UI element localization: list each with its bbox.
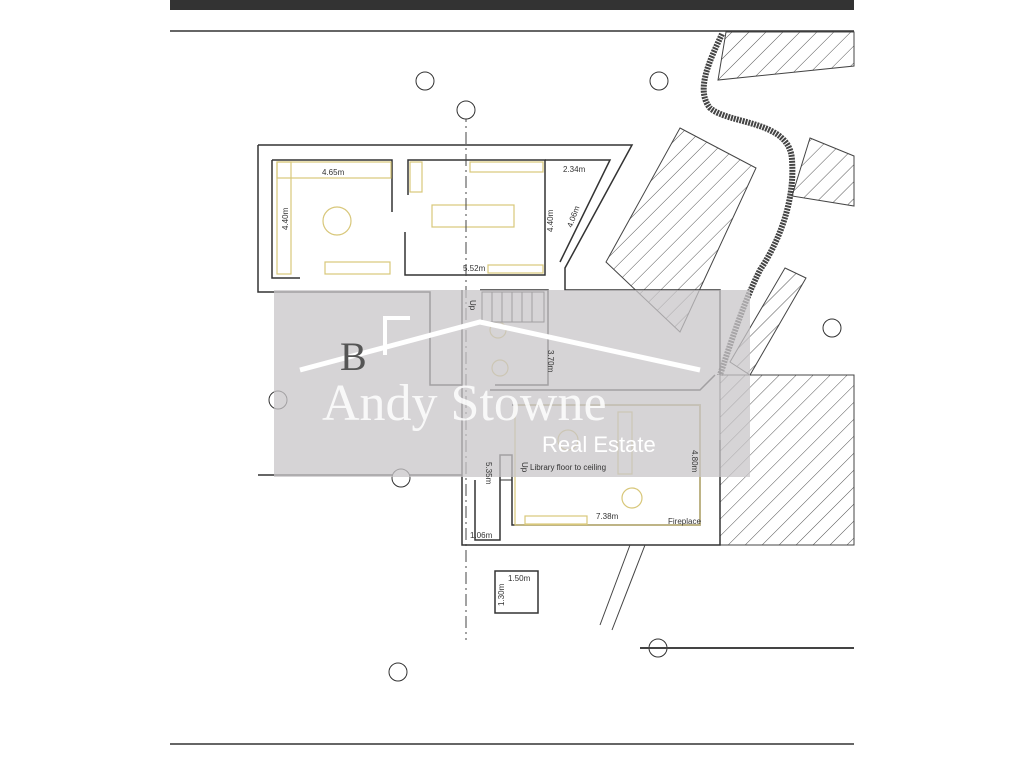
- svg-text:4.40m: 4.40m: [281, 207, 290, 230]
- svg-text:3.70m: 3.70m: [546, 350, 555, 373]
- svg-text:Library floor to ceiling: Library floor to ceiling: [530, 463, 606, 472]
- store-outline: [494, 570, 539, 614]
- dimension-labels: 4.65m 4.40m 4.40m 5.52m 2.34m 4.06m 3.70…: [281, 165, 701, 606]
- watermark: B Andy Stowne Real Estate: [274, 290, 750, 477]
- svg-text:2.34m: 2.34m: [563, 165, 586, 174]
- svg-text:1.06m: 1.06m: [470, 531, 493, 540]
- svg-text:Fireplace: Fireplace: [668, 517, 701, 526]
- svg-text:7.38m: 7.38m: [596, 512, 619, 521]
- watermark-letter: B: [340, 334, 367, 379]
- svg-text:4.65m: 4.65m: [322, 168, 345, 177]
- watermark-brand: Andy Stowne: [322, 375, 607, 432]
- boundary-wall: [599, 544, 646, 631]
- svg-text:Up: Up: [520, 462, 529, 473]
- svg-text:4.80m: 4.80m: [690, 450, 699, 473]
- top-bar: [170, 0, 854, 10]
- svg-text:5.52m: 5.52m: [463, 264, 486, 273]
- svg-text:4.40m: 4.40m: [546, 209, 555, 232]
- watermark-sub: Real Estate: [542, 432, 656, 457]
- svg-text:1.50m: 1.50m: [508, 574, 531, 583]
- svg-text:5.35m: 5.35m: [484, 462, 493, 485]
- svg-text:4.06m: 4.06m: [565, 204, 581, 228]
- svg-text:1.30m: 1.30m: [497, 583, 506, 606]
- svg-text:Up: Up: [468, 300, 477, 311]
